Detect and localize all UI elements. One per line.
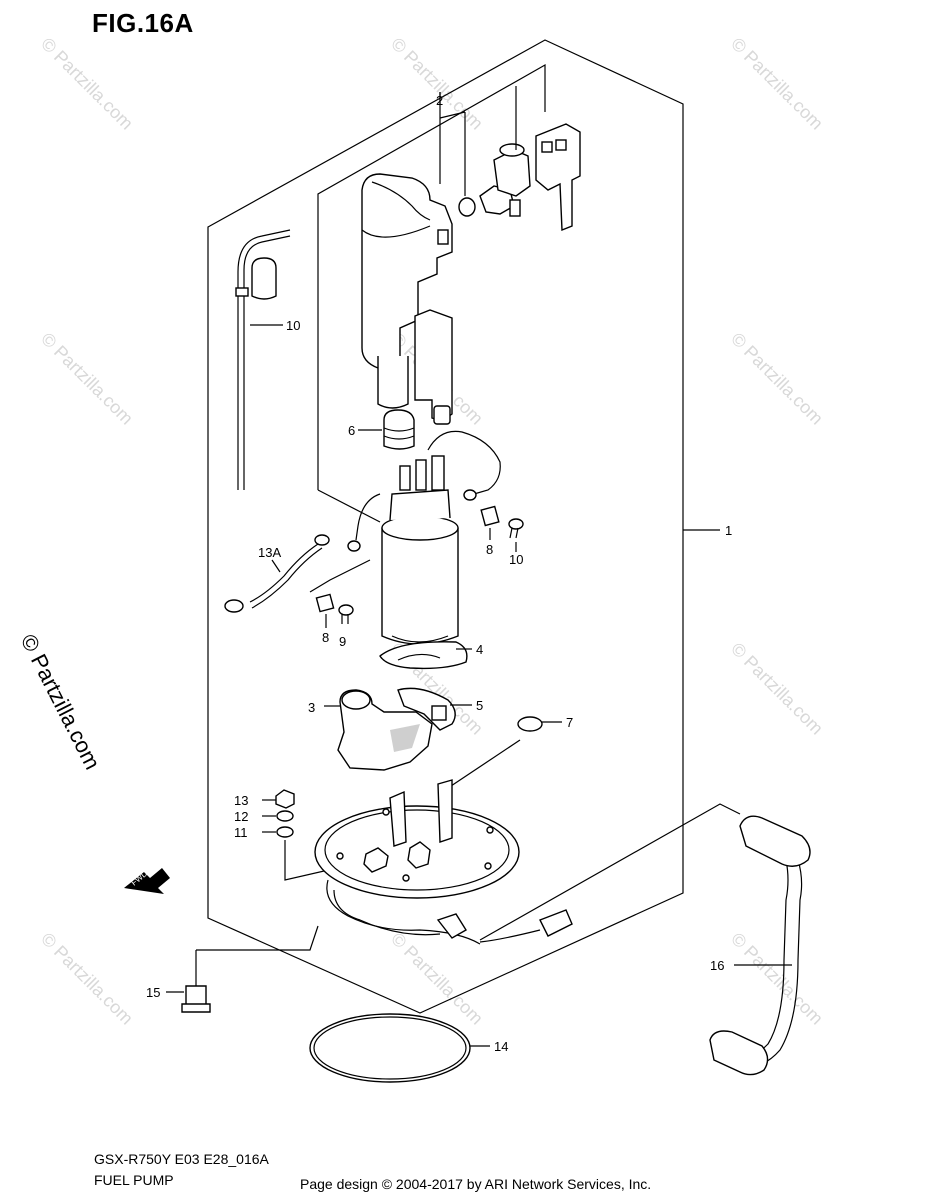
screw-right [508,518,524,539]
pump-holder [361,173,453,425]
callout-1: 1 [725,523,732,538]
figure-label: FIG.16A [92,8,194,38]
callout-7: 7 [566,715,573,730]
watermark-text: © Partzilla.com [37,329,137,429]
callout-15: 15 [146,985,160,1000]
callout-9: 9 [339,634,346,649]
sheet-title: FUEL PUMP [94,1172,174,1188]
callout-11: 11 [234,825,248,840]
watermark-text: © Partzilla.com [727,34,827,134]
model-code: GSX-R750Y E03 E28_016A [94,1151,269,1167]
clamp-plate-right [480,505,500,527]
watermark-text: © Partzilla.com [727,639,827,739]
screw-left [338,604,354,624]
callout-8-right: 8 [486,542,493,557]
watermark-text: © Partzilla.com [37,929,137,1029]
bracket-clip [535,123,581,232]
fuel-filter [337,689,433,771]
washer-a [276,810,294,822]
clamp-plate-left [315,593,335,613]
gasket [309,1013,471,1083]
callout-3: 3 [308,700,315,715]
watermark-text: © Partzilla.com [727,929,827,1029]
callout-10-right: 10 [509,552,523,567]
callout-6: 6 [348,423,355,438]
callout-8-left: 8 [322,630,329,645]
fuel-hose [479,815,811,1076]
callout-5: 5 [476,698,483,713]
leader-lines [166,92,792,1047]
gasket-inner [313,1016,467,1080]
callout-16: 16 [710,958,724,973]
o-ring [517,716,543,732]
copyright-text: Page design © 2004-2017 by ARI Network S… [300,1176,652,1192]
filter-holder [397,687,456,731]
breather-tube [235,229,291,490]
callout-4: 4 [476,642,483,657]
callout-13a: 13A [258,545,281,560]
pump-plate [314,779,520,945]
rubber-cushion [383,409,415,450]
bolt [181,950,211,1013]
callout-13: 13 [234,793,248,808]
pressure-regulator [479,143,531,217]
assembly-outline [207,39,684,1014]
callout-labels: 1 2 3 4 5 6 7 8 8 9 10 10 11 12 13 13A 1… [146,93,732,1054]
lead-wire [224,534,330,613]
washer-b [276,826,294,838]
o-ring-small [458,197,476,217]
fuel-pump-motor [347,430,501,645]
watermark-text: © Partzilla.com [387,929,487,1029]
forward-arrow-icon: FWD [124,868,170,894]
pump-cushion [379,641,468,670]
watermark-text: © Partzilla.com [37,34,137,134]
watermark-text: © Partzilla.com [727,329,827,429]
subassembly-outline [317,63,546,490]
nut [275,789,295,809]
callout-10-top: 10 [286,318,300,333]
callout-12: 12 [234,809,248,824]
callout-2: 2 [436,93,443,108]
callout-14: 14 [494,1039,508,1054]
